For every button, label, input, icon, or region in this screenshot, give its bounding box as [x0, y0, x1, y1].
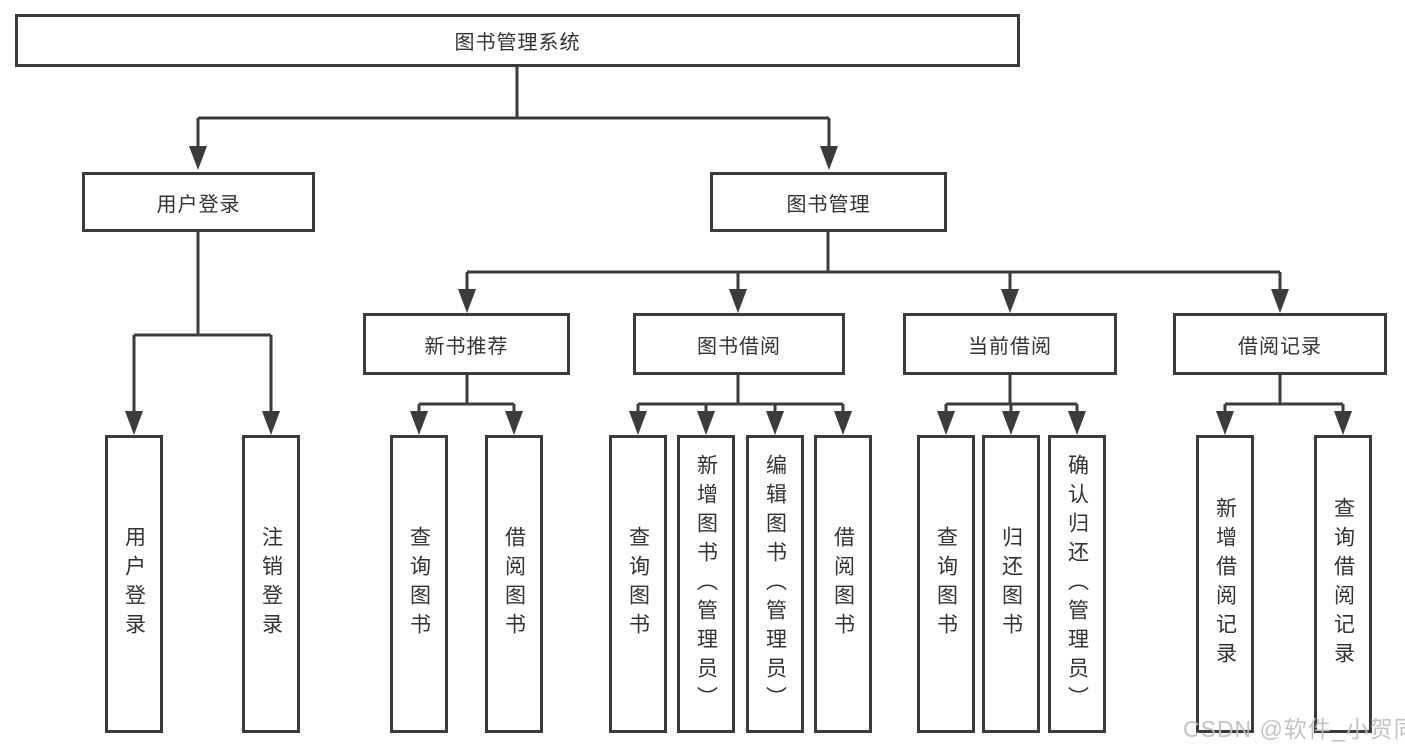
node-user-login: 用户登录 — [105, 435, 163, 733]
node-book-borrowing: 图书借阅 — [633, 313, 845, 375]
watermark: CSDN @软件_小贺同学 — [1183, 716, 1405, 742]
node-current-borrowing: 当前借阅 — [903, 313, 1117, 375]
node-book-management-branch: 图书管理 — [710, 172, 947, 232]
node-borrow-books: 借阅图书 — [814, 435, 872, 733]
node-add-borrow-record: 新增借阅记录 — [1196, 435, 1254, 733]
node-new-book-recommendation: 新书推荐 — [363, 313, 570, 375]
arrow-heads — [125, 146, 1352, 435]
node-borrow-books-recommend: 借阅图书 — [485, 435, 543, 733]
connector-paths — [132, 67, 1345, 413]
node-query-books-current: 查询图书 — [917, 435, 975, 733]
node-edit-books-admin: 编辑图书（管理员） — [746, 435, 804, 733]
node-add-books-admin: 新增图书（管理员） — [677, 435, 735, 733]
node-confirm-return-admin: 确认归还（管理员） — [1048, 435, 1106, 733]
node-query-books-recommend: 查询图书 — [390, 435, 448, 733]
node-borrowing-records: 借阅记录 — [1173, 313, 1387, 375]
node-user-login-branch: 用户登录 — [82, 172, 315, 232]
node-query-borrow-record: 查询借阅记录 — [1314, 435, 1372, 733]
node-logout: 注销登录 — [242, 435, 300, 733]
node-library-management-system: 图书管理系统 — [15, 14, 1020, 67]
node-return-books: 归还图书 — [982, 435, 1040, 733]
node-query-books-borrow: 查询图书 — [609, 435, 667, 733]
